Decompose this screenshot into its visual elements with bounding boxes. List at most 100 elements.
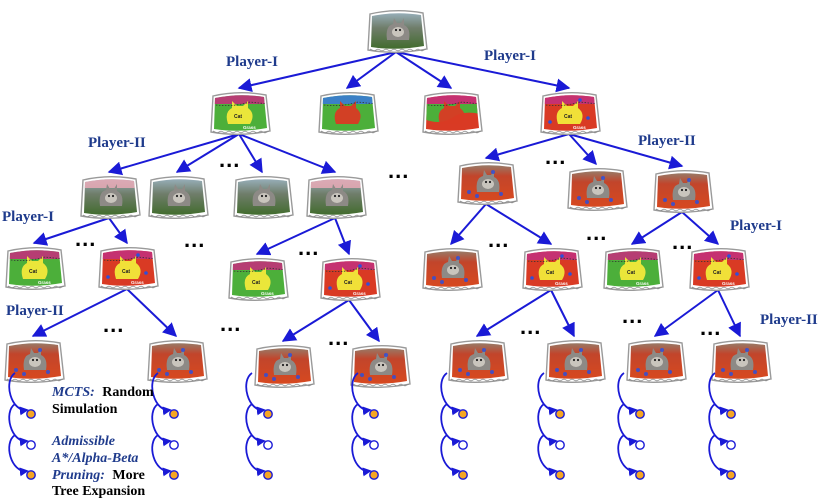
player-label-top-left: Player-I (226, 54, 278, 70)
admissible-line-1: Admissible (51, 434, 115, 449)
tile-cat-label: Cat (252, 280, 260, 286)
ellipsis-l4-e: ... (622, 303, 643, 328)
simulation-arrow (8, 434, 29, 477)
image-state-tile (653, 170, 714, 213)
simulation-node (555, 470, 565, 480)
tile-cat-label: Cat (234, 114, 242, 120)
simulation-chain (708, 372, 736, 480)
tile-cat-label: Cat (29, 269, 37, 275)
ellipsis-middle: ... (388, 158, 409, 183)
segmentation-state-tile (318, 92, 379, 135)
tile-grass-label: Grass (353, 291, 366, 296)
ellipsis-l3-c: ... (298, 235, 319, 260)
simulation-arrow (617, 372, 638, 416)
tree-edges (31, 51, 741, 343)
tree-edge (395, 51, 453, 89)
pruning-desc-2: Tree Expansion (52, 484, 145, 498)
tree-edge (32, 217, 110, 246)
image-state-tile (626, 340, 687, 383)
tile-cat-label: Cat (627, 270, 635, 276)
simulation-arrow (351, 434, 372, 477)
ellipsis-l4-d: ... (520, 314, 541, 339)
tree-edge (238, 133, 263, 174)
image-state-tile (711, 340, 772, 383)
svg-text:Pruning: More: Pruning: More (52, 468, 145, 483)
tree-edge (485, 203, 553, 245)
ellipsis-l4-b: ... (220, 311, 241, 336)
image-state-tile (350, 345, 411, 388)
tile-grass-label: Grass (636, 281, 649, 286)
simulation-chain (245, 372, 273, 480)
simulation-chain (351, 372, 379, 480)
tile-grass-label: Grass (573, 125, 586, 130)
tree-edge (450, 203, 487, 246)
tree-edge (475, 289, 552, 337)
image-state-tile (422, 248, 483, 291)
tree-edge (484, 133, 570, 162)
annotations: Player-I Player-I Player-II Player-II Pl… (2, 48, 818, 498)
player-label-top-right: Player-I (484, 48, 536, 64)
player-label-level2-right: Player-II (638, 133, 696, 149)
simulation-node (726, 440, 736, 450)
simulation-node (555, 440, 565, 450)
tree-edge (395, 51, 571, 93)
image-state-tile (147, 340, 208, 383)
tile-grass-label: Grass (261, 291, 274, 296)
tree-edge (568, 133, 597, 166)
simulation-node (26, 470, 36, 480)
simulation-node (555, 409, 565, 419)
ellipsis-l3-d: ... (488, 227, 509, 252)
simulation-node (369, 409, 379, 419)
simulation-arrow (245, 372, 266, 416)
simulation-chain (537, 372, 565, 480)
tile-cat-label: Cat (344, 280, 352, 286)
simulation-arrow (151, 372, 172, 416)
tree-edge (653, 289, 719, 337)
simulation-arrow (351, 403, 372, 447)
image-state-tile (567, 168, 628, 211)
simulation-node (169, 440, 179, 450)
player-label-level4-left: Player-II (6, 303, 64, 319)
tree-edge (348, 299, 380, 343)
mcts-term: MCTS: (51, 385, 95, 400)
simulation-arrow (537, 434, 558, 477)
tile-grass-label: Grass (38, 280, 51, 285)
tree-edge (107, 133, 240, 176)
simulation-arrow (151, 403, 172, 447)
image-state-tile (233, 176, 294, 219)
simulation-chain (8, 372, 36, 480)
simulation-node (263, 409, 273, 419)
tree-edge (681, 211, 720, 245)
mcts-desc-1: Random (102, 385, 154, 400)
image-state-tile (367, 10, 428, 53)
tile-cat-label: Cat (564, 114, 572, 120)
tree-edge (238, 133, 337, 174)
ellipsis-l2-a: ... (219, 147, 240, 172)
tile-cat-label: Cat (122, 269, 130, 275)
tree-edge (237, 51, 397, 93)
tree-edge (108, 217, 128, 245)
simulation-chain (440, 372, 468, 480)
tree-edge (126, 288, 178, 337)
simulation-arrow (440, 372, 461, 416)
player-label-level3-left: Player-I (2, 209, 54, 225)
simulation-node (369, 440, 379, 450)
tree-edge (717, 289, 741, 338)
image-state-tile (254, 345, 315, 388)
simulation-arrow (8, 372, 29, 416)
simulation-node (635, 409, 645, 419)
simulation-node (458, 440, 468, 450)
simulation-node (169, 470, 179, 480)
tree-edge (630, 211, 683, 245)
simulation-arrow (151, 434, 172, 477)
simulation-node (26, 440, 36, 450)
image-state-tile (4, 340, 65, 383)
tree-edge (31, 288, 128, 337)
simulation-arrow (617, 434, 638, 477)
simulation-node (26, 409, 36, 419)
ellipsis-l3-b: ... (184, 227, 205, 252)
